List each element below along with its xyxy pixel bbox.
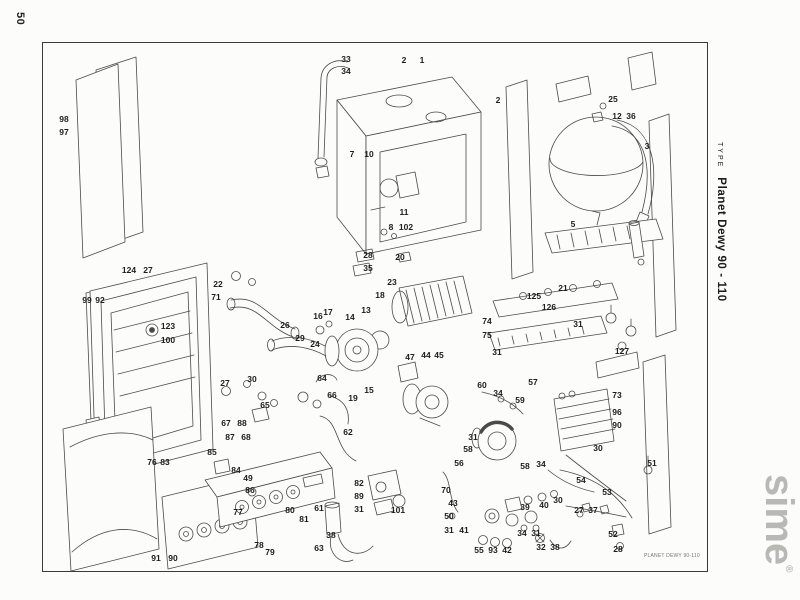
fan-assembly: [267, 320, 390, 372]
flue-pipes: [314, 60, 349, 179]
hydraulic-fittings: [442, 454, 653, 550]
heat-exchanger: [352, 248, 473, 327]
gas-valve: [367, 469, 406, 516]
expansion-vessel: [548, 102, 655, 227]
front-door-panel: [62, 406, 160, 572]
type-label: TYPE: [716, 142, 723, 169]
burner-manifold: [488, 280, 637, 351]
return-pipe: [226, 271, 300, 340]
left-side-panels: [75, 56, 144, 259]
registered-mark: ®: [783, 565, 794, 573]
footer-code: PLANET DEWY 90-110: [644, 553, 700, 559]
control-panel: [204, 451, 336, 528]
back-panel: [505, 75, 592, 280]
casing-assembly: [336, 76, 482, 255]
burner-tray: [544, 218, 664, 266]
model-type-label: TYPE Planet Dewy 90 - 110: [713, 142, 731, 302]
model-name: Planet Dewy 90 - 110: [715, 177, 727, 302]
sime-logo: sime®: [757, 474, 800, 573]
clamps-misc: [221, 380, 584, 518]
pump-assembly: [397, 361, 524, 461]
brand-name: sime: [757, 474, 800, 566]
diagram-frame: [42, 42, 708, 572]
plate-heat-exchanger: [553, 388, 616, 452]
condensate-trap: [297, 374, 374, 562]
right-frame-panels: [595, 51, 677, 535]
